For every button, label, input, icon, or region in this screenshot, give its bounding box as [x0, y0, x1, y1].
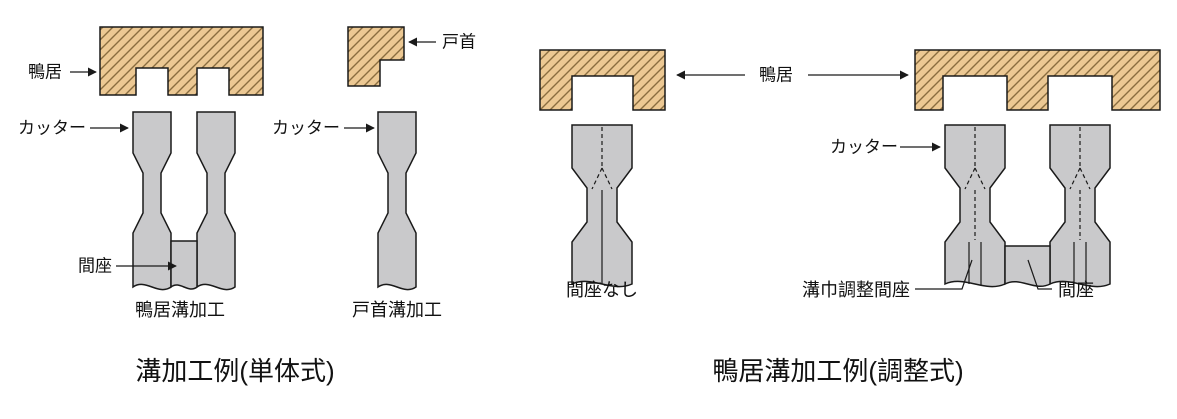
- kamoi-wood-piece-narrow: [539, 49, 666, 111]
- width-adjust-spacer-2: [1073, 242, 1087, 285]
- kamoi-groove-caption: 鴨居溝加工: [135, 300, 225, 320]
- width-adjust-spacer-label: 溝巾調整間座: [802, 280, 910, 300]
- no-spacer-caption: 間座なし: [566, 280, 638, 300]
- tokubi-groove-caption: 戸首溝加工: [352, 300, 442, 320]
- left-title: 溝加工例(単体式): [135, 356, 334, 386]
- kamoi-label-right-section: 鴨居: [759, 66, 793, 85]
- kamoi-label: 鴨居: [28, 63, 62, 82]
- cutter-right-blade: [196, 111, 236, 291]
- tokubi-label: 戸首: [442, 33, 476, 52]
- spacer-block: [170, 240, 198, 290]
- cutter-label-tokubi: カッター: [272, 119, 340, 138]
- kamoi-wood-piece: [99, 26, 264, 96]
- tokubi-wood-piece: [347, 26, 405, 87]
- cutter-no-spacer-seam-dashed: [591, 127, 613, 190]
- width-adjust-spacer-1: [968, 242, 982, 285]
- left-section: 鴨居 カッター 間座 鴨居溝加工 戸首 カッター 戸首溝加工 溝加工例(単体式): [18, 26, 476, 386]
- kamoi-wood-piece-wide: [914, 49, 1161, 111]
- right-section: 鴨居 間座なし カッター 溝巾調整間座 間座: [539, 49, 1161, 386]
- cutter-label-adjustable: カッター: [830, 138, 898, 157]
- right-title: 鴨居溝加工例(調整式): [712, 356, 963, 386]
- width-adjust-spacer-pointer: [915, 259, 973, 290]
- spacer-block-adjustable: [1004, 245, 1051, 287]
- cutter-label-kamoi: カッター: [18, 119, 86, 138]
- spacer-label-adjustable: 間座: [1058, 280, 1094, 300]
- spacer-pointer-adjustable: [1027, 259, 1052, 290]
- spacer-label: 間座: [78, 257, 112, 276]
- cutter-tokubi-blade: [377, 111, 417, 291]
- cutter-left-blade: [132, 111, 172, 291]
